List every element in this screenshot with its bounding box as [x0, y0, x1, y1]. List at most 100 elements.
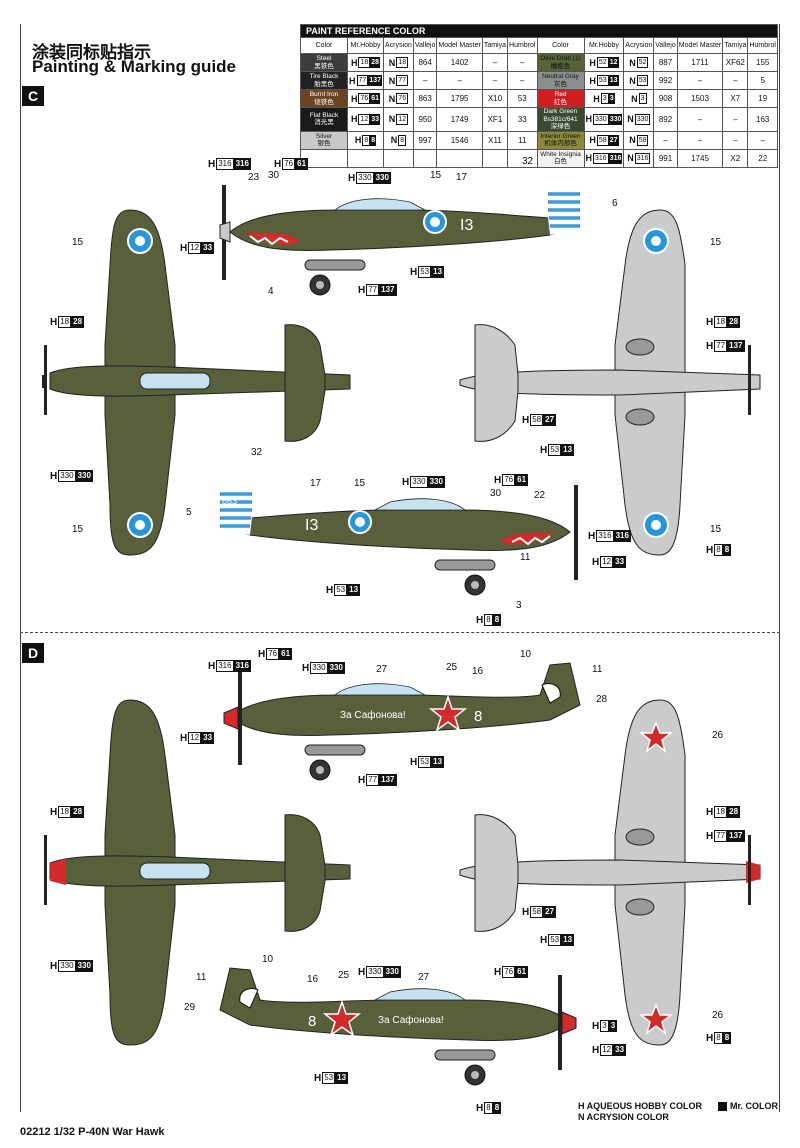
- paint-column-header: Acrysion: [383, 37, 414, 54]
- plane-c-side-right: I3 663: [218, 485, 578, 596]
- part-number: 30: [268, 170, 280, 181]
- paint-column-header: Acrysion: [623, 37, 655, 54]
- part-number: 16: [307, 974, 319, 985]
- paint-name-en: Burnt Iron: [309, 91, 339, 98]
- marking-c-code: I3: [460, 217, 473, 234]
- marking-d-slogan: За Сафонова!: [340, 709, 406, 721]
- paint-name-en: Red: [554, 91, 567, 98]
- section-label-d: D: [22, 643, 44, 663]
- part-number: 17: [456, 172, 468, 183]
- paint-column-header: Tamiya: [722, 37, 749, 54]
- marking-c-tail: 663: [524, 190, 539, 200]
- paint-name-en: Olive Drab (1): [540, 55, 581, 62]
- part-number: 3: [516, 600, 522, 611]
- part-number: 23: [248, 172, 260, 183]
- paint-name-en: Interior Green: [540, 132, 581, 140]
- paint-column-header: Mr.Hobby: [583, 37, 625, 54]
- part-number: 26: [712, 730, 724, 741]
- paint-humbrol: –: [747, 130, 778, 150]
- paint-mm: –: [676, 130, 724, 150]
- paint-name-en: Tire Black: [309, 73, 339, 80]
- paint-name-en: Flat Black: [309, 111, 339, 119]
- part-number: 25: [446, 662, 458, 673]
- marking-d-slogan-2: За Сафонова!: [378, 1014, 444, 1026]
- marking-c-code-2: I3: [305, 517, 318, 534]
- paint-tamiya: XF1: [481, 107, 509, 132]
- paint-name-cn: 红色: [554, 98, 567, 106]
- paint-name-cn: 烧铁色: [314, 98, 334, 106]
- legend-aqueous: H AQUEOUS HOBBY COLOR: [578, 1101, 703, 1111]
- title-chinese: 涂装同标贴指示: [32, 43, 151, 63]
- part-number: 15: [72, 237, 84, 248]
- paint-humbrol: 53: [507, 89, 538, 108]
- paint-name-cn: 黑铁色: [314, 62, 334, 70]
- paint-name-en: Steel: [316, 55, 332, 62]
- paint-vallejo: 908: [653, 89, 678, 108]
- frame-right: [779, 24, 780, 1112]
- paint-humbrol: –: [507, 53, 538, 72]
- marking-c-tail-2: 663: [222, 496, 237, 506]
- paint-tamiya: –: [722, 107, 749, 132]
- part-number: 17: [310, 478, 322, 489]
- paint-name-en: Dark Green Bs381c/641: [543, 108, 578, 123]
- paint-name-cn: 银色: [317, 140, 331, 147]
- part-number: 28: [596, 694, 608, 705]
- paint-mm: 1402: [436, 53, 483, 72]
- paint-name-cn: 胎黑色: [314, 80, 334, 88]
- part-number: 27: [376, 664, 388, 675]
- paint-vallejo: –: [653, 130, 678, 150]
- paint-vallejo: 892: [653, 107, 678, 132]
- plane-c-top: [42, 209, 351, 556]
- part-number: 6: [612, 198, 618, 209]
- part-number: 32: [522, 156, 534, 167]
- paint-column-header: Tamiya: [481, 37, 509, 54]
- plane-d-side-left: За Сафонова! 8: [223, 662, 581, 781]
- paint-mm: 1711: [676, 53, 724, 72]
- paint-tamiya: –: [722, 71, 749, 90]
- paint-humbrol: 11: [507, 130, 538, 150]
- paint-column-header: Model Master: [436, 37, 483, 54]
